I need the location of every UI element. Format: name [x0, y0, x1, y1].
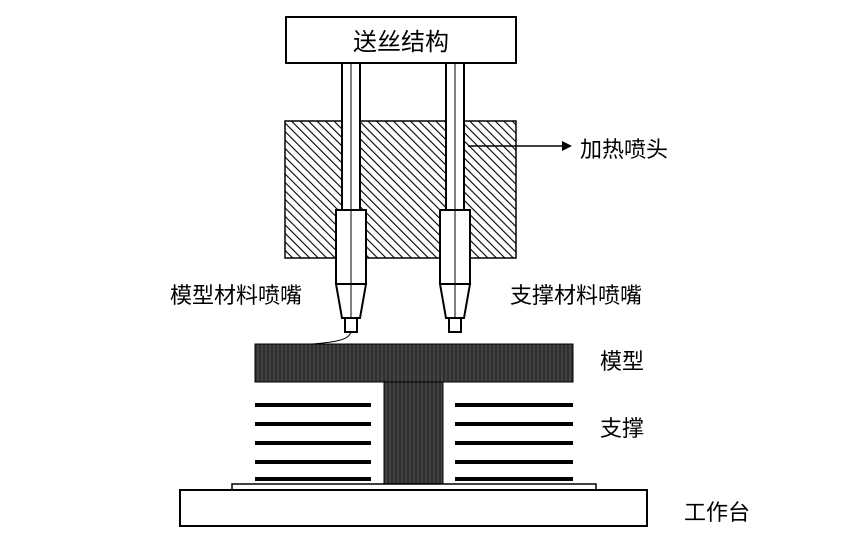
- model-nozzle-label: 模型材料喷嘴: [170, 284, 302, 309]
- feed-mechanism: 送丝结构: [285, 16, 517, 64]
- support-nozzle-label: 支撑材料喷嘴: [510, 284, 642, 309]
- model-part: [254, 343, 574, 485]
- worktable-label: 工作台: [684, 501, 750, 526]
- heated-nozzle-block: [284, 120, 517, 259]
- support-layers-left: [255, 403, 371, 481]
- model-material-nozzle: [334, 62, 368, 333]
- support-material-nozzle: [438, 62, 472, 333]
- model-label: 模型: [600, 350, 644, 375]
- heated-nozzle-label: 加热喷头: [580, 138, 668, 163]
- support-label: 支撑: [600, 417, 644, 442]
- support-layers-right: [455, 403, 573, 481]
- feed-mechanism-label: 送丝结构: [353, 28, 449, 56]
- worktable: [179, 489, 648, 527]
- heated-nozzle-arrow: [468, 141, 572, 151]
